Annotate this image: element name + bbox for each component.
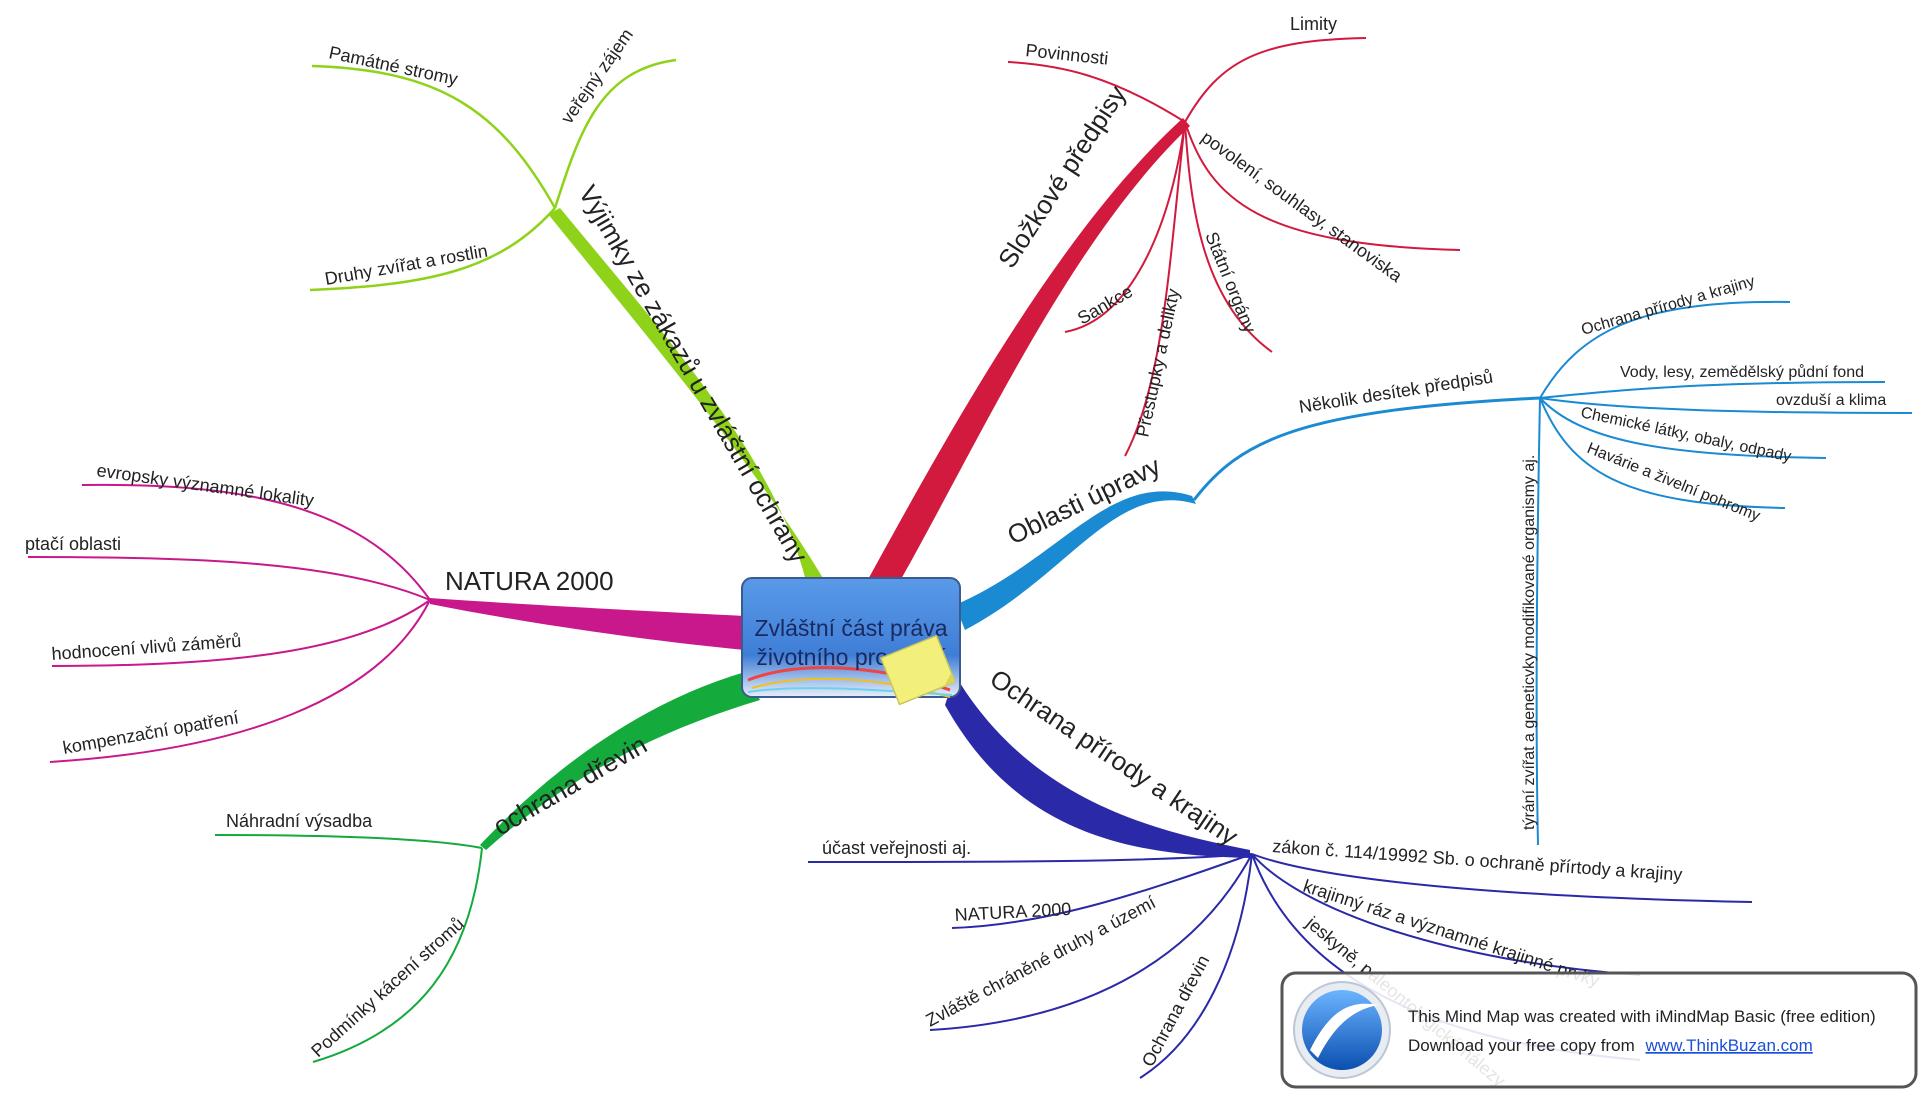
branch-ochrana — [945, 675, 1250, 858]
topic-verejny-zajem[interactable]: veřejný zájem — [557, 25, 637, 127]
branch-vyjimky — [548, 208, 830, 590]
branch-label-vyjimky[interactable]: Výjimky ze zákazů u zvláštní ochrany — [573, 180, 814, 568]
topic-prestupky[interactable]: Přestupky a delikty — [1132, 287, 1183, 439]
topic-limity[interactable]: Limity — [1290, 14, 1337, 34]
topic-statni-organy[interactable]: Státní orgány — [1201, 229, 1260, 336]
watermark-panel: This Mind Map was created with iMindMap … — [1280, 971, 1918, 1089]
imindmap-logo-icon — [1293, 981, 1391, 1079]
branch-label-slozkove[interactable]: Složkové předpisy — [992, 80, 1132, 273]
topic-hodnoceni[interactable]: hodnocení vlivů záměrů — [51, 631, 242, 664]
watermark-line2: Download your free copy from www.ThinkBu… — [1408, 1036, 1813, 1055]
topic-tyrani-zvirat[interactable]: týrání zvířat a geneticvky modifikované … — [1521, 455, 1538, 830]
topic-sankce[interactable]: Sankce — [1074, 281, 1136, 328]
watermark-line1: This Mind Map was created with iMindMap … — [1408, 1007, 1876, 1026]
branch-drevin — [480, 672, 760, 850]
topic-vody-lesy[interactable]: Vody, lesy, zemědělský půdní fond — [1620, 363, 1864, 381]
topic-pamatne-stromy[interactable]: Památné stromy — [327, 42, 459, 89]
center-title-line1: Zvláštní část práva — [754, 615, 947, 641]
watermark-link[interactable]: www.ThinkBuzan.com — [1645, 1036, 1813, 1055]
topic-zakon[interactable]: zákon č. 114/19992 Sb. o ochraně přírtod… — [1272, 836, 1683, 885]
branch-oblasti — [955, 491, 1196, 630]
branch-label-drevin[interactable]: ochrana dřevin — [488, 729, 652, 841]
topic-ochrana-drevin[interactable]: Ochrana dřevin — [1138, 952, 1213, 1070]
topic-podminky-kaceni[interactable]: Podmínky kácení stromů — [307, 914, 468, 1061]
topic-ovzdusi[interactable]: ovzduší a klima — [1776, 392, 1886, 409]
topic-ochrana-prirody[interactable]: Ochrana přírody a krajiny — [1579, 273, 1756, 339]
topic-nahradni-vysadba[interactable]: Náhradní výsadba — [226, 811, 373, 831]
topic-ucast-verejnosti[interactable]: účast veřejnosti aj. — [822, 838, 971, 858]
watermark-line2-prefix: Download your free copy from — [1408, 1036, 1635, 1055]
note-icon[interactable] — [879, 634, 957, 706]
topic-ptaci-oblasti[interactable]: ptačí oblasti — [25, 534, 121, 554]
branch-natura — [430, 598, 745, 650]
topic-natura-2000[interactable]: NATURA 2000 — [954, 899, 1072, 925]
branch-label-natura[interactable]: NATURA 2000 — [445, 566, 614, 596]
branch-slozkove — [865, 118, 1190, 590]
